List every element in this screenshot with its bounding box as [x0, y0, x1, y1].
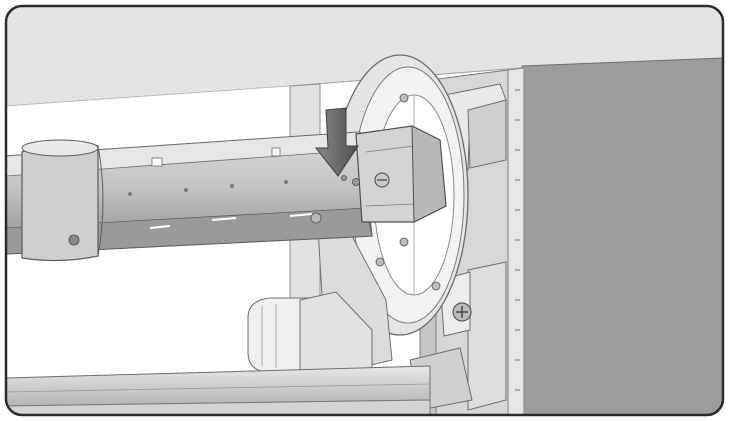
- drive-adaptor: [341, 125, 447, 223]
- side-wall-ticks: [515, 89, 520, 391]
- side-wall: [521, 57, 723, 415]
- bracket-lower-arm: [467, 261, 507, 411]
- frame-border: [4, 4, 725, 417]
- arrow-down-icon: [314, 107, 359, 177]
- bottom-rail: [6, 365, 431, 415]
- plate-screw: [452, 302, 472, 322]
- tube-collar: [21, 139, 104, 262]
- bracket-upper-arm-shadow: [467, 99, 507, 169]
